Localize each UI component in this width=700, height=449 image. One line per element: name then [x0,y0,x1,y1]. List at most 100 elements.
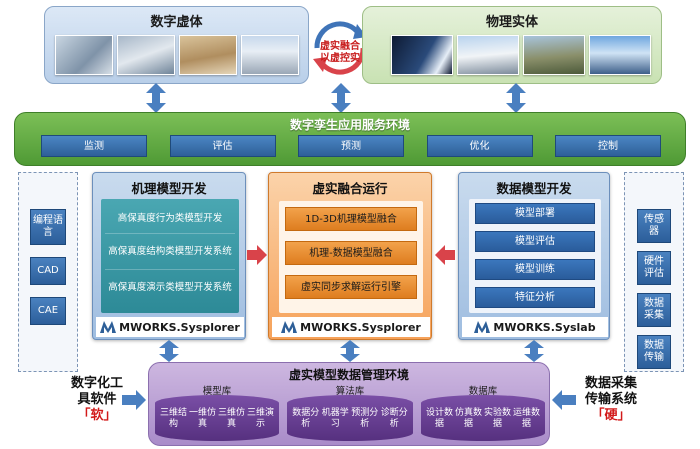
arrow-mechanism-bottom [159,340,179,362]
library-database: 数据库 设计数据 仿真数据 实验数据 运维数据 [421,383,545,443]
digital-entity-panel: 数字虚体 [44,6,309,84]
library-cell[interactable]: 三维仿真 [217,408,245,429]
library-model-title: 模型库 [202,386,232,397]
arrow-datamodel-to-fusion [435,245,455,265]
mworks-logo-icon [474,321,491,333]
left-label-highlight: 「软」 [77,408,117,423]
mechanism-item-demo[interactable]: 高保真度演示类模型开发系统 [105,269,235,305]
service-button-evaluate[interactable]: 评估 [169,135,276,157]
digital-solar-image [241,35,299,75]
library-model: 模型库 三维结构 一维仿真 三维仿真 三维演示 [155,383,279,443]
fusion-run-module: 虚实融合运行 1D-3D机理模型融合 机理-数据模型融合 虚实同步求解运行引擎 … [268,172,432,340]
physical-solar-image [589,35,651,75]
library-database-cylinder: 设计数据 仿真数据 实验数据 运维数据 [421,395,545,441]
physical-train-image [457,35,519,75]
library-algorithm-title: 算法库 [335,386,365,397]
digital-train-image [117,35,175,75]
arrow-datamodel-bottom [524,340,544,362]
arrow-mechanism-to-fusion [247,245,267,265]
fusion-item-mechanism-data[interactable]: 机理-数据模型融合 [285,241,417,265]
data-model-item-deploy[interactable]: 模型部署 [475,203,595,224]
data-model-item-train[interactable]: 模型训练 [475,259,595,280]
library-algorithm-cylinder: 数据分析 机器学习 预测分析 诊断分析 [287,395,413,441]
service-button-predict[interactable]: 预测 [298,135,404,157]
left-label-line2: 具软件 [77,392,117,407]
data-model-item-feature[interactable]: 特征分析 [475,287,595,308]
fusion-label-line1: 虚实融合 [320,41,360,52]
library-cell[interactable]: 一维仿真 [188,408,216,429]
service-button-row: 监测 评估 预测 优化 控制 [41,135,661,159]
service-environment-title: 数字孪生应用服务环境 [289,118,410,132]
library-cell[interactable]: 实验数据 [483,408,511,429]
service-button-monitor[interactable]: 监测 [41,135,147,157]
digital-tank-image [179,35,237,75]
right-item-sensor[interactable]: 传感器 [637,209,671,243]
left-item-cad[interactable]: CAD [30,257,66,285]
fusion-item-1d3d[interactable]: 1D-3D机理模型融合 [285,207,417,231]
data-management-title: 虚实模型数据管理环境 [288,368,409,382]
left-label-line1: 数字化工 [70,376,123,391]
physical-tank-image [523,35,585,75]
left-item-programming-language[interactable]: 编程语言 [30,209,66,245]
arrow-fusion-bottom [340,340,360,362]
data-management-band: 虚实模型数据管理环境 模型库 三维结构 一维仿真 三维仿真 三维演示 算法库 数… [148,362,550,446]
data-model-brand-text: MWORKS.Syslab [493,320,596,334]
fusion-item-sync-engine[interactable]: 虚实同步求解运行引擎 [285,275,417,299]
library-cell[interactable]: 数据分析 [292,408,320,429]
service-button-control[interactable]: 控制 [555,135,661,157]
data-model-title: 数据模型开发 [496,181,572,196]
arrow-fusion-service [331,83,351,113]
library-algorithm: 算法库 数据分析 机器学习 预测分析 诊断分析 [287,383,413,443]
digital-thumbnails [55,35,300,77]
physical-thumbnails [391,35,653,77]
mechanism-model-module: 机理模型开发 高保真度行为类模型开发 高保真度结构类模型开发系统 高保真度演示类… [92,172,246,340]
library-cell[interactable]: 三维演示 [246,408,274,429]
mechanism-item-structure[interactable]: 高保真度结构类模型开发系统 [105,233,235,269]
digital-entity-title: 数字虚体 [150,15,203,30]
mechanism-brand-bar: MWORKS.Sysplorer [96,317,244,337]
right-item-data-acquisition[interactable]: 数据采集 [637,293,671,327]
library-cell[interactable]: 预测分析 [351,408,379,429]
service-button-optimize[interactable]: 优化 [426,135,533,157]
arrow-digital-service [146,83,166,113]
data-model-brand-bar: MWORKS.Syslab [462,317,608,337]
library-cell[interactable]: 三维结构 [159,408,187,429]
mechanism-item-behavior[interactable]: 高保真度行为类模型开发 [117,212,223,224]
left-item-cae[interactable]: CAE [30,297,66,325]
right-label-line2: 传输系统 [584,392,637,407]
mechanism-items-panel: 高保真度行为类模型开发 高保真度结构类模型开发系统 高保真度演示类模型开发系统 [101,199,239,313]
fusion-run-title: 虚实融合运行 [312,181,388,196]
right-label-line1: 数据采集 [584,376,637,391]
digital-rocket-image [55,35,113,75]
mechanism-model-title: 机理模型开发 [131,181,207,196]
arrow-left-to-bottom [122,390,146,410]
right-item-hardware-eval[interactable]: 硬件评估 [637,251,671,285]
fusion-brand-text: MWORKS.Sysplorer [300,320,421,334]
service-environment-band: 数字孪生应用服务环境 监测 评估 预测 优化 控制 [14,112,686,166]
right-side-label: 数据采集 传输系统 「硬」 [566,376,656,424]
mechanism-brand-text: MWORKS.Sysplorer [119,320,240,334]
arrow-physical-service [506,83,526,113]
fusion-label-line2: 以虚控实 [320,53,360,64]
fusion-brand-bar: MWORKS.Sysplorer [272,317,430,337]
library-cell[interactable]: 机器学习 [321,408,349,429]
data-model-item-evaluate[interactable]: 模型评估 [475,231,595,252]
physical-entity-panel: 物理实体 [362,6,662,84]
data-model-module: 数据模型开发 模型部署 模型评估 模型训练 特征分析 MWORKS.Syslab [458,172,610,340]
right-item-data-transmission[interactable]: 数据传输 [637,335,671,369]
physical-entity-title: 物理实体 [485,15,538,30]
data-model-items-panel: 模型部署 模型评估 模型训练 特征分析 [469,199,601,313]
physical-shuttle-image [391,35,453,75]
arrow-right-to-bottom [552,390,576,410]
library-cell[interactable]: 仿真数据 [454,408,482,429]
left-side-label: 数字化工 具软件 「软」 [52,376,142,424]
left-software-column: 编程语言 CAD CAE [18,172,78,372]
library-database-title: 数据库 [468,386,498,397]
library-cell[interactable]: 运维数据 [512,408,540,429]
fusion-items-panel: 1D-3D机理模型融合 机理-数据模型融合 虚实同步求解运行引擎 [279,201,423,313]
right-label-highlight: 「硬」 [591,408,631,423]
library-cell[interactable]: 诊断分析 [380,408,408,429]
library-model-cylinder: 三维结构 一维仿真 三维仿真 三维演示 [155,395,279,441]
library-cell[interactable]: 设计数据 [425,408,453,429]
mworks-logo-icon [281,321,298,333]
